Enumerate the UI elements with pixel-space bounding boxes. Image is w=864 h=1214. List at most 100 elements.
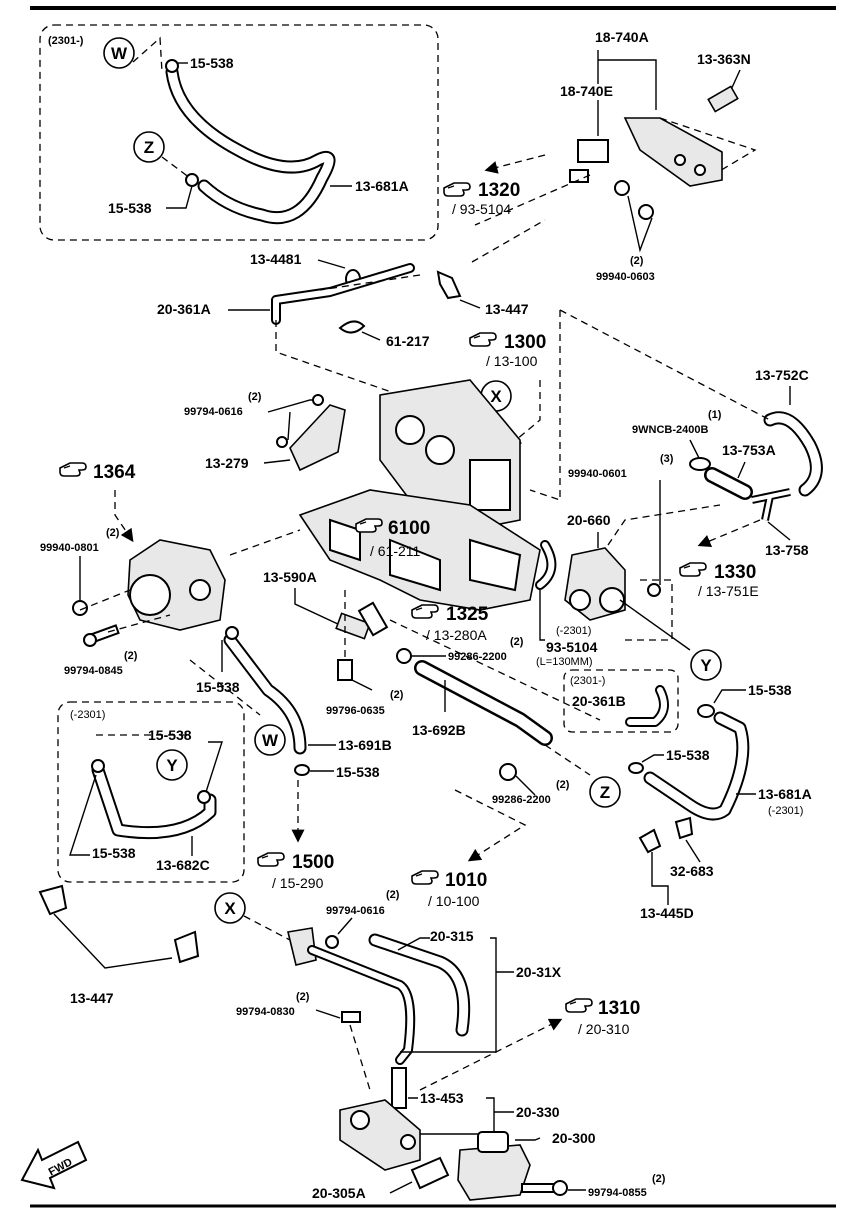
clamp-15-538-c — [225, 626, 239, 640]
circle-w-mid: W — [254, 724, 286, 756]
hand-pointer-icon — [469, 332, 497, 347]
svg-text:1325: 1325 — [446, 604, 489, 625]
label-61-217: 61-217 — [386, 333, 430, 349]
clip-61-217 — [338, 320, 366, 334]
circle-z-top: Z — [133, 131, 165, 163]
label-13-279: 13-279 — [205, 455, 249, 471]
svg-text:1320: 1320 — [478, 180, 520, 201]
label-20-361b: 20-361B — [572, 693, 626, 709]
hose-13-681a-top — [165, 65, 336, 225]
svg-text:1010: 1010 — [445, 870, 487, 891]
label-13-4481: 13-4481 — [250, 251, 302, 267]
bolt-99794-0616-b — [325, 935, 339, 949]
ref-1320: 1320 / 93-5104 — [443, 180, 520, 217]
hand-pointer-icon — [443, 182, 471, 197]
label-13-447-bottom: 13-447 — [70, 990, 114, 1006]
hose-13-692b — [414, 660, 553, 746]
qty-99794-0845: (2) — [124, 650, 138, 662]
group-label-left-mid: (-2301) — [70, 709, 105, 721]
label-20-660: 20-660 — [567, 512, 611, 528]
label-15-538-a: 15-538 — [190, 55, 234, 71]
label-20-305a: 20-305A — [312, 1185, 366, 1201]
qty-99796-0635: (2) — [390, 689, 404, 701]
circle-y-left: Y — [156, 749, 188, 781]
sensor-13-363n — [707, 85, 739, 113]
svg-text:/ 61-211: / 61-211 — [370, 543, 421, 559]
label-20-330: 20-330 — [516, 1104, 560, 1120]
svg-text:/ 13-280A: / 13-280A — [426, 627, 487, 643]
svg-text:X: X — [490, 387, 502, 406]
pipe-20-31x-main — [307, 945, 416, 1065]
valve-20-660 — [564, 547, 626, 621]
label-13-753a: 13-753A — [722, 442, 776, 458]
svg-text:/ 10-100: / 10-100 — [428, 893, 480, 909]
ref-1300: 1300 / 13-100 — [469, 332, 546, 369]
group-label-20-361b: (2301-) — [570, 675, 605, 687]
label-13-681a-top: 13-681A — [355, 178, 409, 194]
svg-text:Z: Z — [600, 783, 610, 802]
label-15-538-b: 15-538 — [108, 200, 152, 216]
label-13-691b: 13-691B — [338, 737, 392, 753]
label-13-752c: 13-752C — [755, 367, 809, 383]
label-15-538-e: 15-538 — [748, 682, 792, 698]
qty-99794-0855: (2) — [652, 1173, 666, 1185]
fwd-arrow-icon: FWD — [20, 1140, 88, 1190]
circle-z-mid: Z — [589, 776, 621, 808]
label-20-315: 20-315 — [430, 928, 474, 944]
ref-1310: 1310 / 20-310 — [565, 998, 640, 1037]
clamp-15-538-b — [185, 173, 199, 187]
clip-13-447-bottom-b — [173, 930, 200, 964]
egr-pipe-housing-20-330 — [339, 1099, 421, 1171]
group-label-top-left: (2301-) — [48, 35, 84, 47]
qty-99940-0801: (2) — [106, 527, 120, 539]
label-13-682c: 13-682C — [156, 857, 210, 873]
label-99794-0616-b: 99794-0616 — [326, 905, 385, 917]
clip-13-447-top — [436, 270, 462, 300]
clamp-99286-2200-a — [396, 648, 412, 664]
qty-99794-0616: (2) — [248, 391, 262, 403]
clamp-15-538-g-b — [197, 790, 211, 804]
clamp-9wncb-2400b — [689, 457, 711, 471]
hand-pointer-icon — [565, 998, 593, 1013]
clip-32-683-b — [674, 816, 694, 840]
nut-99940-0601 — [647, 583, 661, 597]
qty-99940-0601: (3) — [660, 453, 674, 465]
clamp-99286-2200-b — [499, 763, 517, 781]
qty-99794-0830: (2) — [296, 991, 310, 1003]
nut-99940-0603-b — [638, 204, 654, 220]
throttle-body-assembly — [379, 379, 521, 531]
circle-x-bottom: X — [214, 892, 246, 924]
label-93-5104-length: (L=130MM) — [536, 656, 593, 668]
hand-pointer-icon — [411, 870, 439, 885]
fitting-13-590a — [335, 601, 389, 640]
qty-99794-0616-b: (2) — [386, 889, 400, 901]
clamp-15-538-e — [697, 704, 715, 718]
circle-w-top: W — [103, 37, 135, 69]
qty-99286-2200-b: (2) — [556, 779, 570, 791]
ref-1330: 1330 / 13-751E — [679, 562, 759, 599]
label-13-447-top: 13-447 — [485, 301, 529, 317]
ref-1010: 1010 / 10-100 — [411, 870, 487, 909]
label-20-361a: 20-361A — [157, 301, 211, 317]
clamp-15-538-a — [165, 59, 179, 73]
clip-32-683-a — [638, 828, 662, 854]
label-99940-0801: 99940-0801 — [40, 542, 99, 554]
group-box-left-mid — [57, 701, 245, 883]
label-99940-0601: 99940-0601 — [568, 468, 627, 480]
svg-text:1500: 1500 — [292, 852, 334, 873]
tee-13-758 — [751, 488, 791, 521]
hose-13-682c — [91, 763, 217, 840]
hose-20-315 — [368, 933, 471, 1037]
hand-pointer-icon — [679, 562, 707, 577]
egr-valve-20-300 — [457, 1131, 531, 1201]
label-18-740e: 18-740E — [560, 83, 613, 99]
label-93-5104: 93-5104 — [546, 639, 598, 655]
svg-text:Y: Y — [700, 656, 712, 675]
hose-20-361a — [271, 263, 415, 325]
hose-93-5104 — [535, 540, 557, 590]
nut-99940-0603-a — [614, 180, 630, 196]
svg-text:W: W — [262, 731, 279, 750]
hose-13-752c — [763, 411, 823, 497]
bolt-99794-0830 — [341, 1011, 361, 1023]
bolt-99796-0635 — [337, 659, 353, 681]
